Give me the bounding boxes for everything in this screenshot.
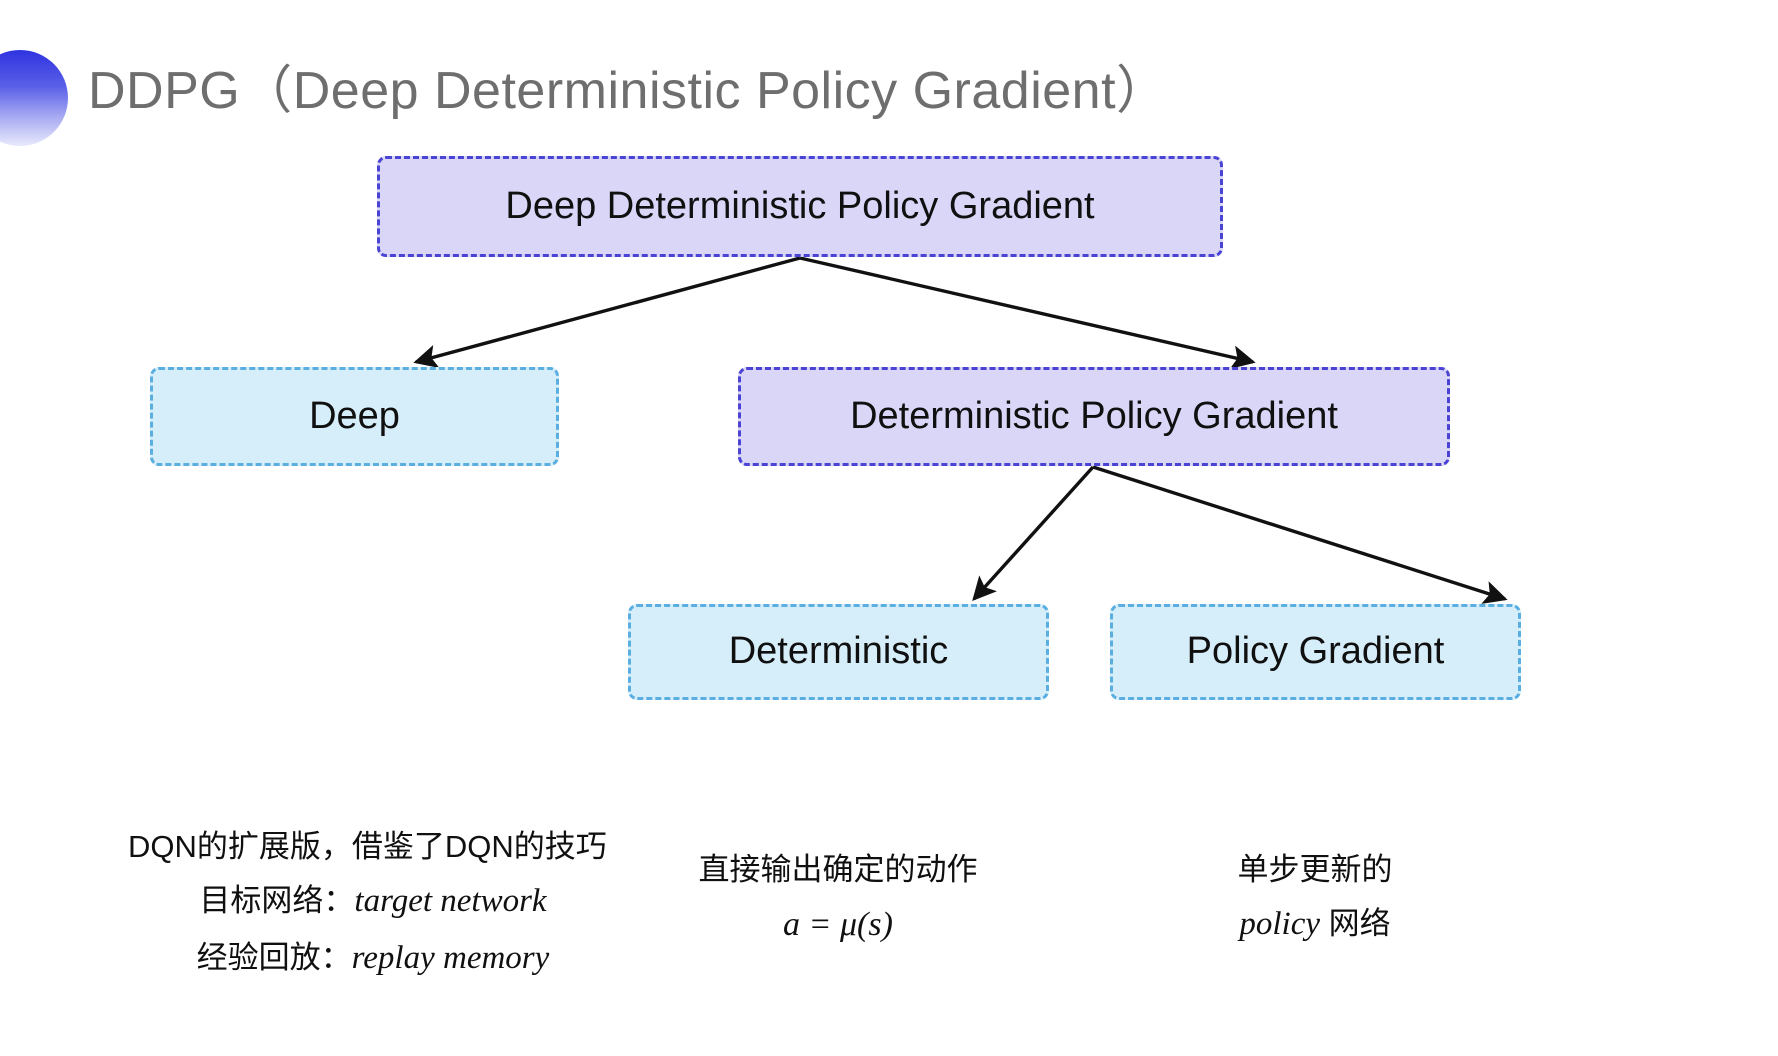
gradient-circle-icon [0, 50, 68, 146]
edge-dpg-to-policy-gradient [1092, 465, 1508, 604]
annotation-deep-line2-term: target network [354, 883, 547, 920]
annotation-deep-line2-label: 目标网络： [199, 883, 355, 919]
edge-root-to-dpg [799, 256, 1256, 369]
node-deterministic[interactable]: Deterministic [628, 604, 1049, 700]
node-deep-deterministic-policy-gradient[interactable]: Deep Deterministic Policy Gradient [377, 156, 1223, 257]
annotation-deep-line3-term: replay memory [351, 940, 550, 977]
annotation-policy-gradient: 单步更新的 policy 网络 [1120, 843, 1510, 953]
annotation-deep-line1: DQN的扩展版，借鉴了DQN的技巧 [128, 829, 607, 864]
annotation-policy-gradient-term: policy [1239, 906, 1320, 943]
annotation-policy-gradient-line2: policy 网络 [1120, 896, 1510, 953]
annotation-deterministic-formula: a = μ(s) [783, 906, 893, 944]
edge-root-to-deep [413, 256, 801, 368]
annotation-deep-line3-label: 经验回放： [196, 940, 352, 976]
annotation-deep-line2: 目标网络：target network [128, 873, 588, 930]
edge-dpg-to-deterministic [972, 465, 1095, 602]
node-deterministic-policy-gradient[interactable]: Deterministic Policy Gradient [738, 367, 1450, 466]
annotation-policy-gradient-line1: 单步更新的 [1237, 852, 1393, 887]
annotation-deep-line3: 经验回放：replay memory [128, 930, 588, 987]
annotation-deterministic: 直接输出确定的动作 a = μ(s) [638, 843, 1038, 955]
page-title: DDPG（Deep Deterministic Policy Gradient） [88, 62, 1169, 120]
node-policy-gradient[interactable]: Policy Gradient [1110, 604, 1521, 700]
node-deep[interactable]: Deep [150, 367, 559, 466]
annotation-policy-gradient-suffix: 网络 [1320, 906, 1391, 942]
annotation-deep: DQN的扩展版，借鉴了DQN的技巧 目标网络：target network 经验… [128, 820, 607, 987]
annotation-deterministic-line1: 直接输出确定的动作 [698, 852, 978, 887]
